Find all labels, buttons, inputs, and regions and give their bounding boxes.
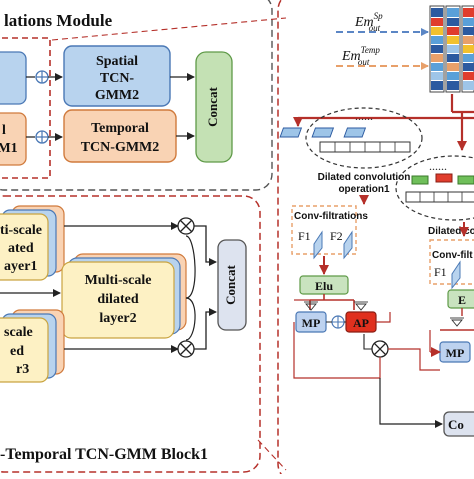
concat-grey-box (217, 239, 247, 331)
add-op-top (35, 70, 49, 84)
dots-1: ...... (355, 109, 373, 123)
filter-f1-icon (313, 230, 323, 260)
spatial-box-line2: TCN- (100, 71, 135, 86)
layer2-line1: Multi-scale (85, 273, 152, 288)
spatial-box-line1: Spatial (96, 54, 138, 69)
dilated-conv-1-line2: operation1 (338, 184, 390, 195)
layer1-line2: ated (8, 241, 34, 256)
dilated-conv-ellipse-1: ...... (279, 107, 423, 169)
conv-filtrations-1-title: Conv-filtrations (294, 211, 368, 222)
mp-label: MP (302, 316, 321, 330)
left-box-label-2: IM1 (0, 141, 18, 156)
left-box-label-1: l (2, 123, 6, 138)
filter-f2-icon (343, 230, 353, 260)
spatial-box-line3: GMM2 (95, 88, 139, 103)
mp-box-2: MP (439, 317, 471, 363)
embedding-stack (429, 5, 474, 93)
dilated-conv-1-line1: Dilated convolution (318, 172, 411, 183)
layer1-line1: ti-scale (0, 223, 42, 238)
zoom-line-bottom (257, 439, 287, 471)
temporal-box-line2: TCN-GMM2 (81, 140, 160, 155)
elu-label-2: E (458, 293, 466, 307)
conv-filtrations-2-title: Conv-filt (432, 250, 473, 261)
left-blue-box (0, 51, 27, 105)
layer1-line3: ayer1 (4, 259, 37, 274)
concat-green-box (195, 51, 233, 163)
tcn-gmm-block1-panel: ti-scale ated ayer1 Multi-scale dilated … (0, 195, 261, 473)
concat-grey-label: Concat (223, 264, 238, 304)
multiply-op-top (177, 217, 195, 235)
zoom-line-top (51, 17, 287, 41)
conv-filtrations-2-f1: F1 (434, 265, 447, 279)
multiply-op-bottom (177, 340, 195, 358)
layer3-line3: r3 (16, 362, 29, 377)
dots-2: ...... (429, 159, 447, 173)
relations-module-title: lations Module (4, 11, 113, 30)
multiply-op-right (371, 340, 389, 358)
layer2-line2: dilated (97, 292, 138, 307)
ap-box: AP (345, 301, 377, 333)
ap-label: AP (353, 316, 369, 330)
relations-module-panel: lations Module l IM1 Spatial TCN- GMM2 T… (0, 0, 273, 191)
mp-label-2: MP (446, 346, 465, 360)
layer2-line3: layer2 (99, 311, 136, 326)
temporal-box-line1: Temporal (91, 121, 149, 136)
dilated-conv-2-line1: Dilated co (428, 226, 474, 237)
layer3-line1: scale (4, 325, 33, 340)
concat-partial-box (443, 411, 474, 437)
multi-scale-layer3-box (0, 317, 49, 383)
filter-f1-icon-2 (451, 260, 461, 290)
conv-filtrations-1-f1: F1 (298, 229, 311, 243)
elu-label: Elu (315, 279, 333, 293)
multi-scale-layer1-box (0, 213, 49, 281)
elu-box-2 (447, 289, 474, 309)
conv-filtrations-1-f2: F2 (330, 229, 343, 243)
spatial-tcn-gmm2-box (63, 45, 171, 107)
concat-partial-label: Co (448, 417, 464, 432)
dilated-conv-ellipse-2: ...... (395, 155, 474, 221)
left-orange-box (0, 112, 27, 166)
layer3-line2: ed (10, 344, 24, 359)
add-op-mp-ap (331, 315, 345, 329)
multi-scale-layer2-box (61, 261, 175, 339)
add-op-bottom (35, 130, 49, 144)
concat-green-label: Concat (205, 86, 220, 126)
block1-title: -Temporal TCN-GMM Block1 (0, 446, 208, 463)
mp-box: MP (295, 301, 327, 333)
